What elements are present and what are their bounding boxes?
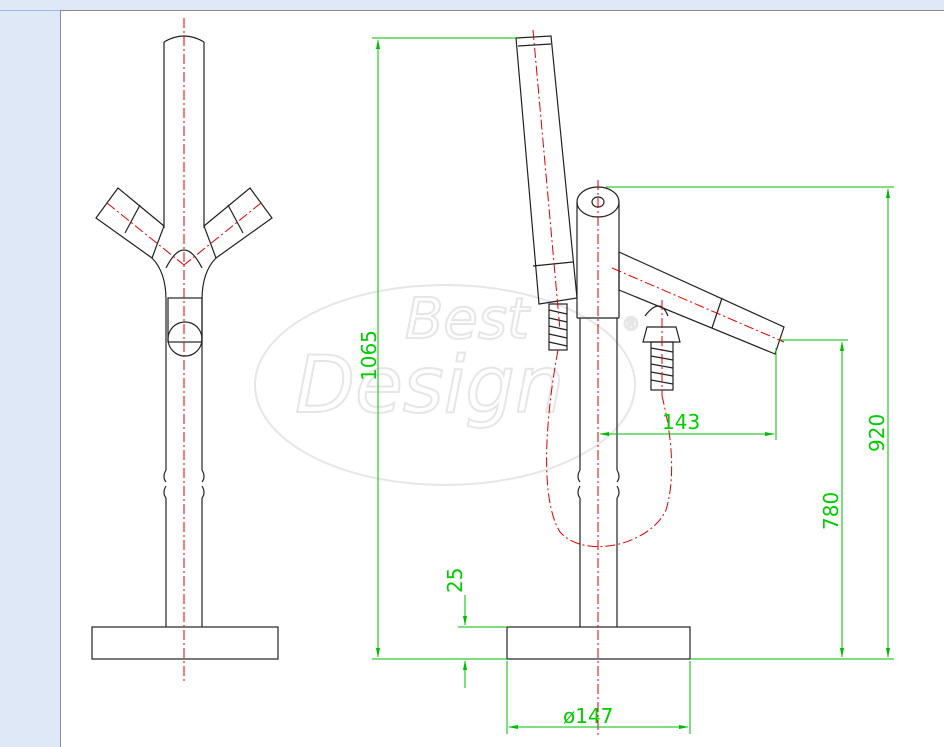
front-left-handle-joint [124, 204, 141, 234]
hand-shower-centerline [532, 29, 561, 331]
front-left-centerline [106, 202, 185, 266]
front-right-handle-joint [227, 204, 244, 234]
side-break-left-2 [577, 485, 581, 499]
front-centerlines [106, 18, 262, 684]
front-break-left-1 [163, 469, 167, 483]
dim-1065-label: 1065 [357, 330, 381, 381]
side-view [506, 35, 785, 660]
front-right-centerline [183, 202, 262, 266]
front-break-left-2 [163, 485, 167, 499]
hose-path [546, 349, 673, 548]
outlet-nut [642, 326, 681, 343]
outlet-elbow [644, 305, 669, 317]
dim-25-label: 25 [443, 568, 467, 593]
dim-147-label: ø147 [563, 704, 613, 728]
front-valve-knob [167, 321, 203, 357]
front-valve-body [167, 297, 203, 343]
watermark-ellipse [254, 284, 636, 486]
dim-143-label: 143 [662, 410, 700, 434]
watermark-registered-mark: ® [622, 314, 640, 335]
spout-centerline [611, 267, 785, 343]
watermark: Best Design ® [254, 284, 641, 486]
drawing-frame [60, 10, 944, 747]
front-break-right-1 [201, 469, 205, 483]
dim-780-label: 780 [819, 492, 843, 530]
left-panel [0, 11, 60, 747]
front-body-arch [165, 249, 203, 269]
front-break-right-2 [201, 485, 205, 499]
watermark-line2: Design [295, 341, 564, 431]
hand-shower-top-edge [517, 43, 552, 47]
front-view [91, 35, 279, 660]
side-break-left-1 [577, 469, 581, 483]
dimensions [372, 37, 894, 734]
watermark-line1: Best [405, 287, 531, 352]
side-break-right-2 [616, 485, 620, 499]
front-right-handle [203, 187, 273, 259]
front-base-plate [91, 626, 279, 660]
front-body-left [151, 257, 167, 470]
front-left-handle [95, 187, 165, 259]
hand-shower-body [515, 35, 578, 305]
front-body-right [201, 257, 217, 470]
hand-shower-grip-line [532, 261, 574, 267]
side-centerlines [532, 29, 785, 736]
side-break-right-1 [616, 469, 620, 483]
spout-arm [618, 251, 785, 355]
dim-920-label: 920 [865, 414, 889, 452]
